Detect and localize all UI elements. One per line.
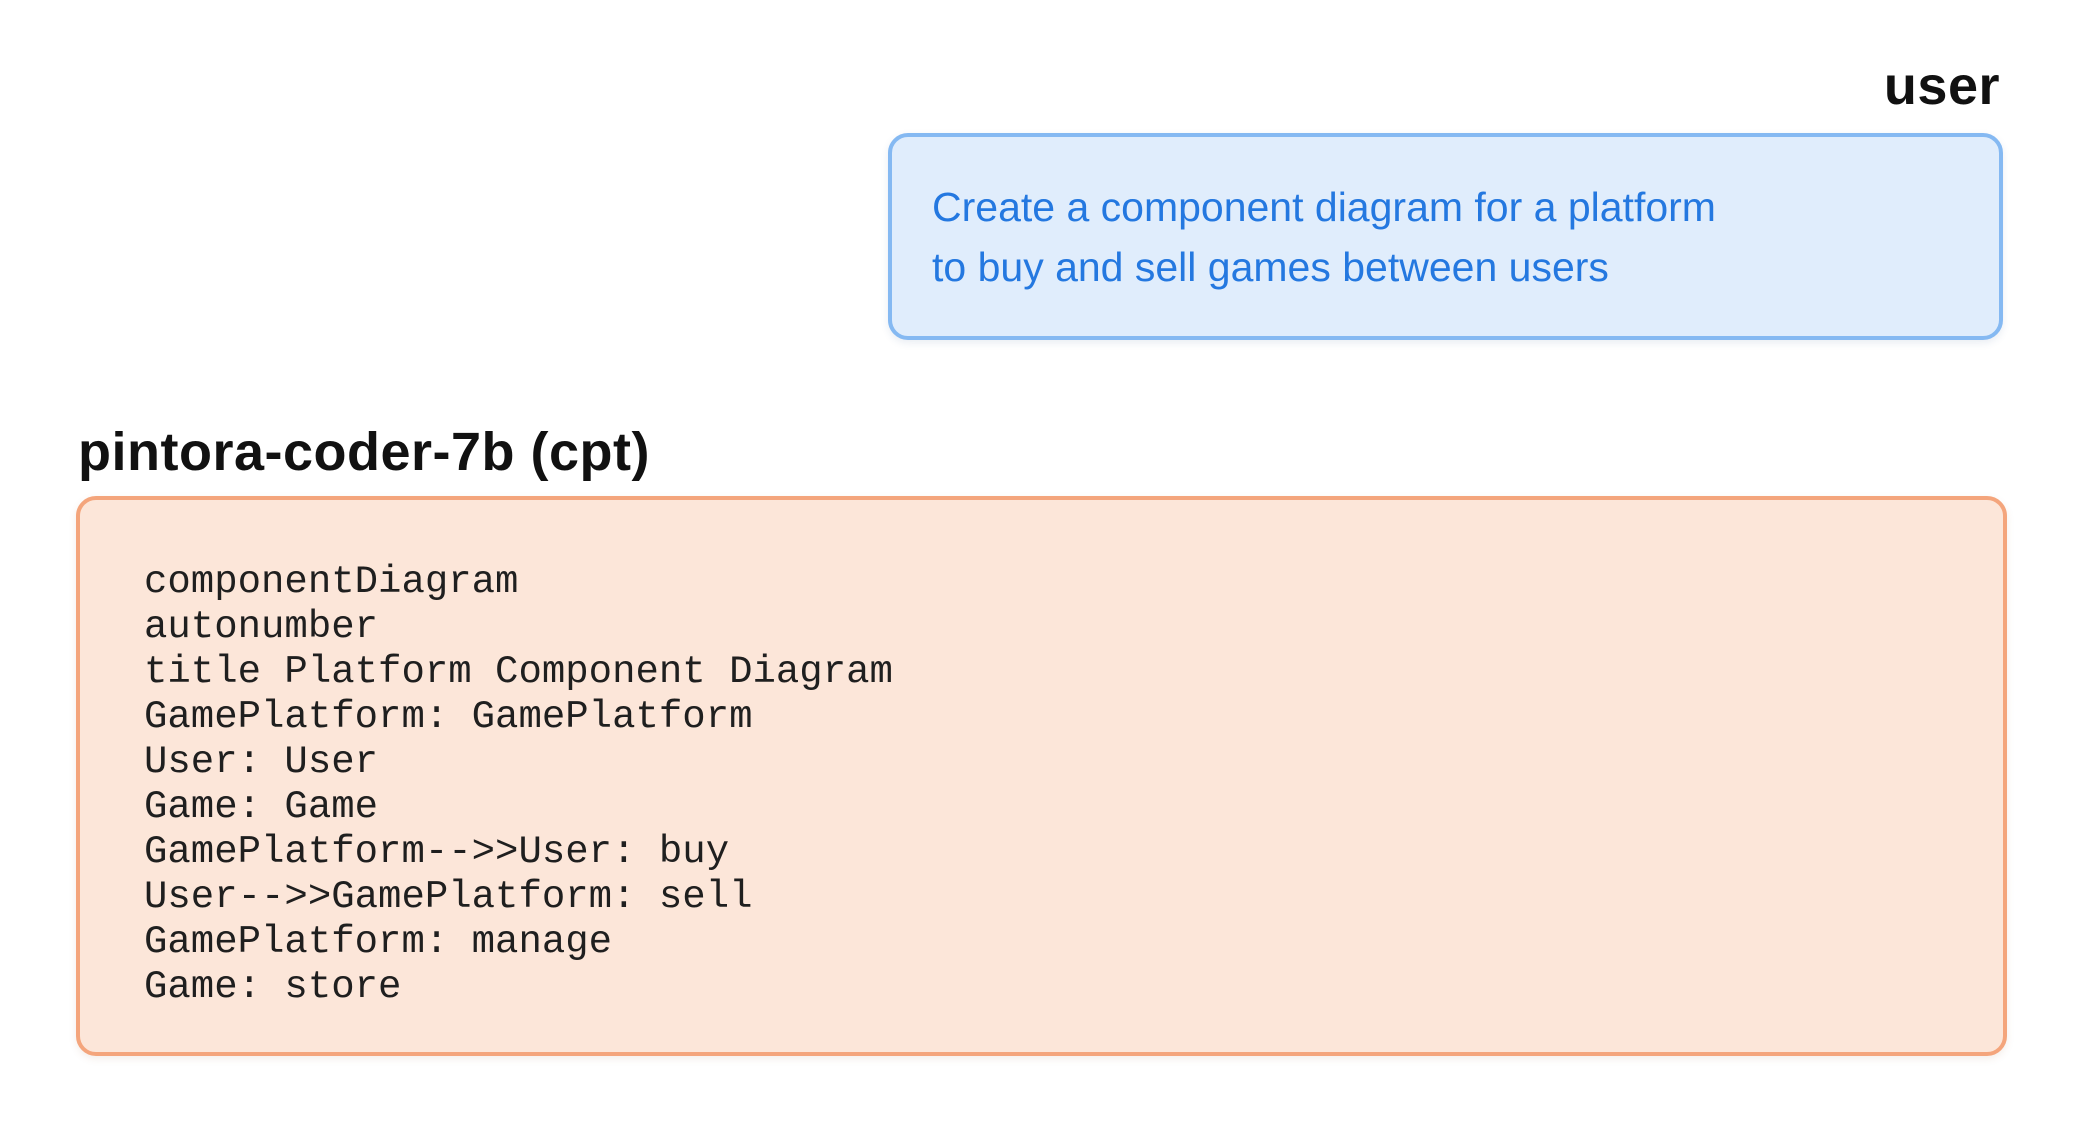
model-name-label: pintora-coder-7b (cpt) bbox=[78, 422, 650, 482]
user-message-text: Create a component diagram for a platfor… bbox=[932, 183, 1716, 290]
user-message-bubble: Create a component diagram for a platfor… bbox=[888, 133, 2003, 340]
user-role-label: user bbox=[1883, 56, 2000, 116]
model-response-code: componentDiagram autonumber title Platfo… bbox=[144, 560, 893, 1009]
model-response-box: componentDiagram autonumber title Platfo… bbox=[76, 496, 2007, 1056]
